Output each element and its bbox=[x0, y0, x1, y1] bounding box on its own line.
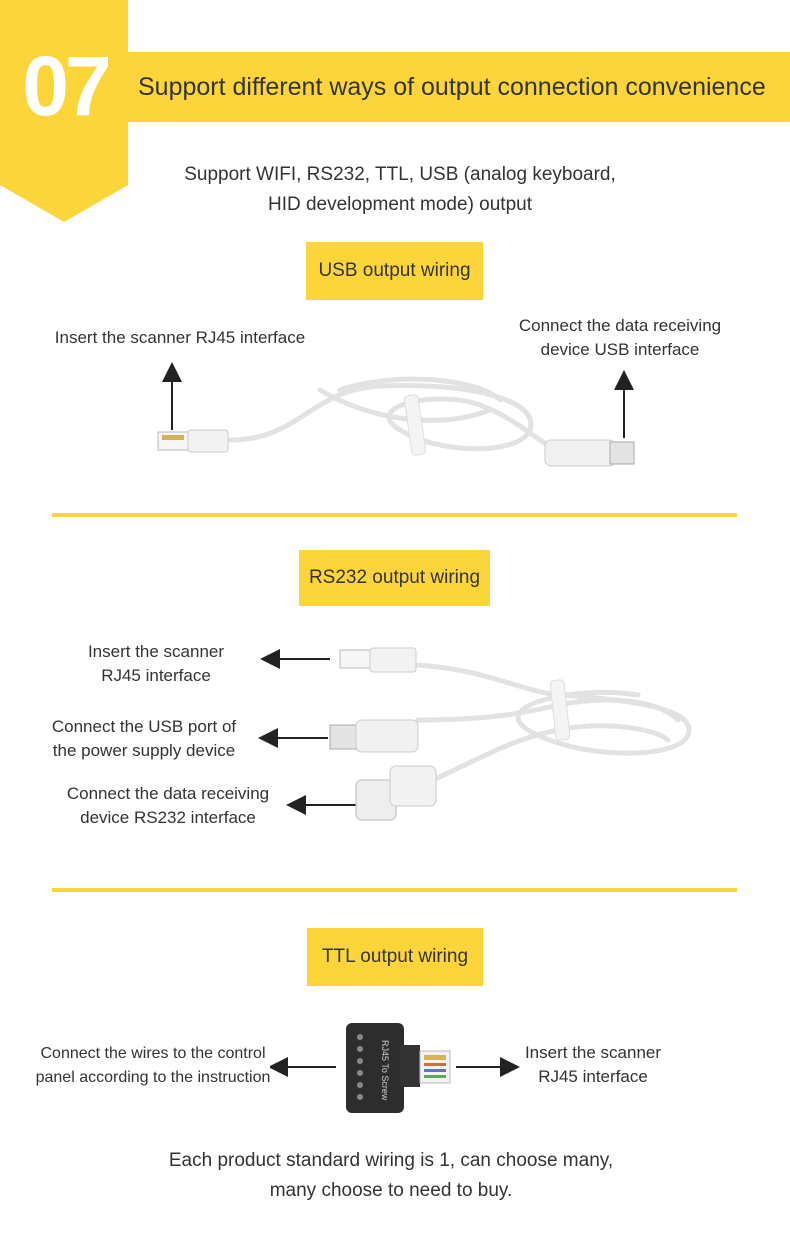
usb-right-caption-line-1: Connect the data receiving bbox=[518, 316, 722, 335]
rs232-rj45-plug bbox=[339, 647, 417, 673]
ttl-adapter-body bbox=[346, 1023, 420, 1113]
ttl-left-caption: Connect the wires to the control panel a… bbox=[22, 1042, 284, 1090]
footer-line-1: Each product standard wiring is 1, can c… bbox=[168, 1150, 614, 1171]
rs232-caption-usb-line-2: the power supply device bbox=[52, 741, 236, 760]
ttl-right-caption-line-1: Insert the scanner bbox=[524, 1043, 662, 1062]
ttl-right-caption-line-2: RJ45 interface bbox=[538, 1067, 648, 1086]
rs232-caption-db9-line-1: Connect the data receiving bbox=[66, 784, 270, 803]
rs232-usb-plug bbox=[329, 719, 419, 753]
rs232-cable-strap bbox=[549, 679, 571, 741]
usb-a-plug bbox=[544, 439, 635, 467]
page-title: Support different ways of output connect… bbox=[138, 73, 766, 101]
usb-cable bbox=[227, 376, 563, 453]
ttl-left-caption-line-1: Connect the wires to the control bbox=[40, 1045, 266, 1062]
rs232-cable-illustration bbox=[258, 647, 692, 821]
rs232-caption-usb: Connect the USB port of the power supply… bbox=[30, 715, 258, 763]
ttl-left-caption-line-2: panel according to the instruction bbox=[35, 1069, 271, 1086]
usb-cable-illustration bbox=[157, 362, 635, 467]
intro-line-2: HID development mode) output bbox=[267, 194, 533, 215]
intro-text: Support WIFI, RS232, TTL, USB (analog ke… bbox=[120, 160, 680, 220]
section-number: 07 bbox=[22, 39, 111, 133]
section-divider bbox=[52, 513, 737, 517]
ttl-right-caption: Insert the scanner RJ45 interface bbox=[505, 1041, 681, 1089]
usb-section-label: USB output wiring bbox=[306, 242, 483, 300]
ttl-rj45-plug bbox=[419, 1050, 451, 1084]
rs232-caption-rj45-line-1: Insert the scanner bbox=[87, 642, 225, 661]
rs232-caption-db9-line-2: device RS232 interface bbox=[80, 808, 256, 827]
footer-note: Each product standard wiring is 1, can c… bbox=[100, 1146, 682, 1206]
rs232-section-label: RS232 output wiring bbox=[299, 550, 490, 606]
ttl-section-label: TTL output wiring bbox=[307, 928, 483, 986]
ttl-adapter-text: RJ45 To Screw bbox=[380, 1040, 390, 1101]
usb-rj45-plug bbox=[157, 429, 229, 453]
usb-cable-strap bbox=[403, 394, 427, 456]
usb-left-caption: Insert the scanner RJ45 interface bbox=[54, 328, 306, 347]
usb-right-caption: Connect the data receiving device USB in… bbox=[500, 314, 740, 362]
header-bar bbox=[128, 52, 790, 122]
rs232-caption-usb-line-1: Connect the USB port of bbox=[51, 717, 237, 736]
section-divider-2 bbox=[52, 888, 737, 892]
rs232-caption-rj45-line-2: RJ45 interface bbox=[101, 666, 211, 685]
usb-right-caption-line-2: device USB interface bbox=[540, 340, 700, 359]
rs232-db9-connector bbox=[355, 765, 437, 821]
rs232-caption-rj45: Insert the scanner RJ45 interface bbox=[70, 640, 242, 688]
intro-line-1: Support WIFI, RS232, TTL, USB (analog ke… bbox=[184, 164, 616, 185]
footer-line-2: many choose to need to buy. bbox=[269, 1180, 513, 1201]
number-badge bbox=[0, 0, 128, 222]
rs232-caption-db9: Connect the data receiving device RS232 … bbox=[50, 782, 286, 830]
ttl-adapter-illustration: RJ45 To Screw bbox=[270, 1023, 520, 1113]
